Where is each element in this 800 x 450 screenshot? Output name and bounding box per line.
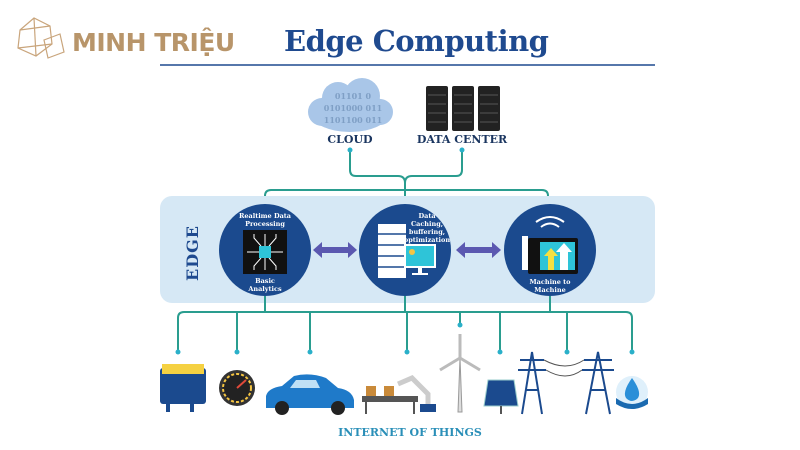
engine-icon <box>160 364 206 412</box>
gauge-icon <box>219 370 255 406</box>
brand-name: MINH TRIỆU <box>72 28 235 57</box>
car-icon <box>266 374 354 415</box>
label-line: Caching, <box>410 220 444 228</box>
robot-arm-conveyor-icon <box>362 375 436 414</box>
solar-panel-icon <box>483 379 519 414</box>
logo-crystal-icon <box>17 17 65 59</box>
processing-label: Realtime Data Processing <box>225 212 305 228</box>
binary-line: 01101 0 <box>334 91 372 101</box>
power-tower-icon <box>518 351 614 415</box>
data-center-icon <box>426 86 500 131</box>
m2m-label: Machine to Machine <box>515 278 585 294</box>
label-line: Data <box>418 212 436 220</box>
label-line: Analytics <box>248 285 282 293</box>
machine-to-machine-icon <box>522 216 578 274</box>
water-drop-icon <box>616 376 648 409</box>
bidirectional-arrows <box>313 242 501 258</box>
label-line: Machine to <box>529 278 571 286</box>
cloud-icon <box>308 78 393 132</box>
label-line: optimization <box>403 236 451 244</box>
server-monitor-icon <box>378 224 436 278</box>
iot-label: INTERNET OF THINGS <box>338 426 482 439</box>
binary-line: 0101000 011 <box>323 103 383 113</box>
caching-label: Data Caching, buffering, optimization <box>402 212 452 244</box>
cloud-label: CLOUD <box>327 133 373 146</box>
page-title: Edge Computing <box>284 24 549 58</box>
label-line: Machine <box>534 286 566 294</box>
label-line: Processing <box>245 220 285 228</box>
iot-connectors <box>177 296 633 352</box>
wind-turbine-icon <box>439 334 481 413</box>
label-line: Realtime Data <box>238 212 292 220</box>
label-line: Basic <box>255 277 275 285</box>
cloud-binary: 01101 0 0101000 011 1101100 011 <box>318 90 388 126</box>
analytics-label: Basic Analytics <box>225 277 305 293</box>
edge-label: EDGE <box>183 225 202 281</box>
processor-chip-icon <box>243 230 287 274</box>
top-connectors <box>264 150 549 205</box>
data-center-label: DATA CENTER <box>416 133 508 146</box>
binary-line: 1101100 011 <box>323 115 383 125</box>
label-line: buffering, <box>408 228 446 236</box>
